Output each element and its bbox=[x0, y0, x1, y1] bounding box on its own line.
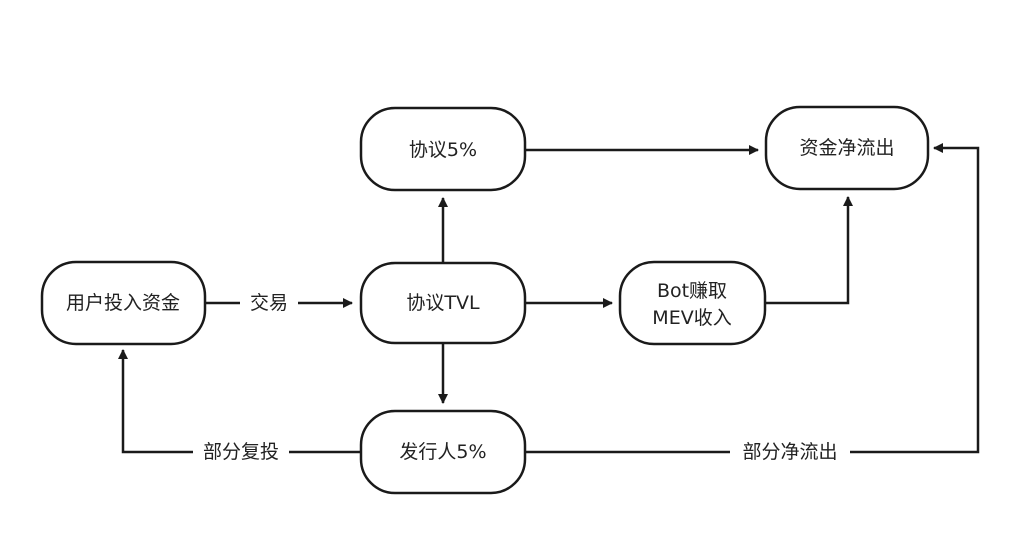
edge-issuer-to-user bbox=[118, 349, 361, 454]
node-protocol-fee-label: 协议5% bbox=[409, 139, 477, 161]
edge-label-trade: 交易 bbox=[250, 292, 288, 314]
node-protocol-tvl-label: 协议TVL bbox=[406, 292, 480, 314]
node-bot-mev: Bot赚取 MEV收入 bbox=[618, 260, 767, 346]
edge-label-partial-net-outflow: 部分净流出 bbox=[742, 441, 837, 463]
node-net-outflow: 资金净流出 bbox=[764, 105, 930, 191]
node-net-outflow-label: 资金净流出 bbox=[799, 137, 894, 159]
node-bot-mev-line-1: Bot赚取 bbox=[657, 280, 727, 302]
edge-label-partial-reinvest: 部分复投 bbox=[203, 441, 279, 463]
node-user-funds: 用户投入资金 bbox=[40, 260, 207, 346]
node-issuer-fee-label: 发行人5% bbox=[399, 441, 486, 463]
node-user-funds-label: 用户投入资金 bbox=[66, 292, 180, 314]
node-protocol-tvl: 协议TVL bbox=[359, 261, 527, 345]
edge-bot-to-outflow bbox=[765, 196, 853, 305]
node-protocol-fee: 协议5% bbox=[359, 106, 527, 192]
node-bot-mev-line-2: MEV收入 bbox=[652, 307, 731, 329]
node-issuer-fee: 发行人5% bbox=[359, 409, 527, 495]
